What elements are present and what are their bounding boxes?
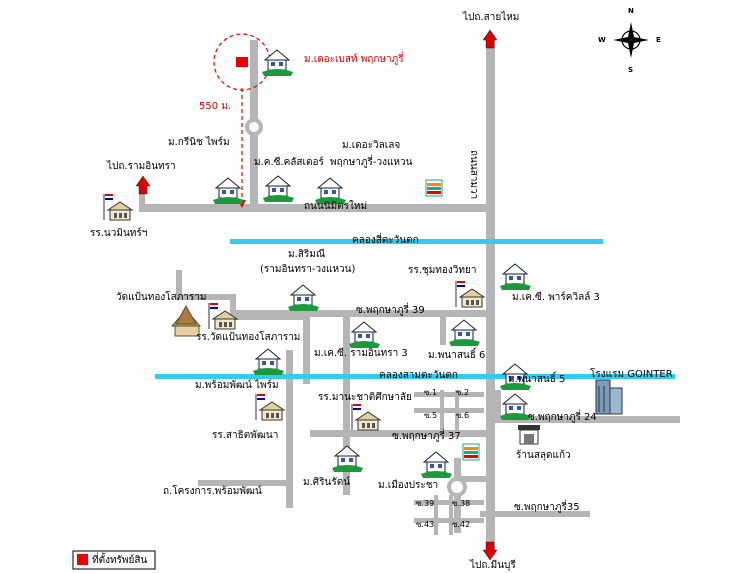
house-icon-sirimani (287, 284, 320, 312)
label-phraya-39: ซ.พฤกษาภูรี่ 39 (356, 305, 425, 316)
house-icon-prompat (252, 348, 285, 376)
label-soi-2: ซ.2 (456, 388, 470, 397)
main-road-vertical (486, 35, 495, 555)
canal-saen-saep (230, 239, 603, 244)
label-the-village-2: พฤกษาภูรี่-วงแหวน (330, 157, 413, 168)
label-ks-cluster: ม.ค.ซี.คลัสเตอร์ (254, 157, 324, 168)
road-temple (176, 294, 236, 300)
canal-sam-tawan (155, 374, 675, 379)
label-sirimani-2: (รามอินทรา-วงแหวน) (260, 264, 356, 275)
legend-box (72, 550, 156, 570)
house-icon-phanasan6 (448, 319, 481, 347)
house-icon-green-park (212, 177, 245, 205)
label-soi-6: ซ.6 (456, 411, 470, 420)
label-phraya-35: ซ.พฤกษาภูรี่35 (514, 502, 580, 513)
label-sirin: ม.ศิรินรัตน์ (303, 477, 351, 488)
label-nimit-mai-road: ถนนนิมิตรใหม่ (304, 201, 368, 212)
label-ks-ramintra: ม.เค.ซี. รามอินทรา 3 (314, 348, 408, 359)
label-phraya-24: ซ.พฤกษาภูรี่ 24 (528, 412, 597, 423)
arrow-north-icon (482, 29, 498, 49)
khrongkan-road (198, 480, 293, 486)
road-soi-link (454, 476, 490, 482)
road-prompat (286, 350, 293, 508)
label-canal-sam-tawan: คลองสามตะวันตก (379, 370, 458, 381)
label-phraya-37: ซ.พฤกษาภูรี่ 37 (392, 431, 461, 442)
roundabout-south (447, 477, 467, 497)
label-ks-park: ม.เค.ซี. พาร์ควิลล์ 3 (512, 292, 600, 303)
compass-s: S (628, 66, 634, 74)
label-hotel: โรงแรม GOINTER (590, 369, 673, 380)
direction-ram-intra: ไปถ.รามอินทรา (107, 161, 176, 172)
legend-marker-icon (77, 554, 88, 565)
label-temple: วัดแป้นทองโสภาราม (116, 292, 207, 303)
direction-min-buri: ไปถ.มีนบุรี (470, 560, 516, 571)
direction-arrows (135, 29, 498, 561)
house-icon-sirin (331, 445, 364, 473)
label-nawamin-school: รร.นวมินทร์ฯ (90, 228, 148, 239)
road-soi-east (343, 310, 350, 495)
phraya-24-road (495, 416, 680, 423)
direction-sai-mai: ไปถ.สายไหม (463, 12, 520, 23)
temple-icon (170, 304, 202, 337)
arrow-south-icon (482, 541, 498, 561)
label-soi-5: ซ.5 (424, 411, 438, 420)
label-chumthong-school: รร.ชุมทองวิทยา (408, 265, 477, 276)
seven-eleven-icon (425, 179, 443, 197)
road-temple-down (230, 296, 236, 320)
label-mueang: ม.เมืองประชา (378, 480, 439, 491)
label-green-park: ม.กรีนิช ไพร์ม (168, 137, 230, 148)
label-soi-38: ซ.38 (452, 499, 471, 508)
house-icon-mueang (420, 451, 453, 479)
label-soi-39: ซ.39 (416, 499, 435, 508)
nimit-mai-road (139, 204, 495, 212)
house-icon-ks-cluster (262, 175, 295, 203)
house-icon-24 (499, 393, 532, 421)
legend-label: ที่ตั้งทรัพย์สิน (92, 555, 148, 566)
roundabout-north (245, 118, 263, 136)
compass-rose-icon (613, 22, 649, 58)
seven-eleven-icon-2 (462, 443, 480, 461)
label-canal-saen-saep: คลองสี่ตะวันตก (352, 235, 419, 246)
label-soi-42: ซ.42 (452, 520, 471, 529)
school-icon-sarit (255, 393, 285, 421)
shop-icon (518, 425, 540, 445)
label-prompat: ม.พร้อมพัฒน์ ไพร์ม (195, 380, 279, 391)
arrow-ramintra-icon (135, 175, 151, 195)
phraya-39-road (236, 310, 486, 317)
house-icon-property (261, 49, 294, 77)
house-icon-ks-park (499, 263, 532, 291)
school-icon-nawamin (103, 193, 133, 221)
label-sirimani: ม.สิริมณี (288, 249, 326, 260)
property-marker (236, 57, 248, 67)
phraya-37-road (310, 430, 490, 437)
road-ramintra-stub (139, 184, 145, 212)
label-khrongkan-road: ถ.โครงการ.พร้อมพัฒน์ (163, 486, 262, 497)
distance-label: 550 ม. (199, 101, 232, 112)
label-manacha-school: รร.มานะชาติศึกษาลัย (318, 392, 412, 403)
road-phraya-39b (303, 314, 310, 384)
school-icon-manacha (351, 403, 381, 431)
label-soi-43: ซ.43 (416, 520, 435, 529)
road-24-stub (495, 390, 501, 420)
label-sarit-school: รร.สาธิตพัฒนา (212, 430, 279, 441)
label-wat-school: รร.วัดแป้นทองโสภาราม (196, 332, 301, 343)
hotel-icon (595, 379, 623, 415)
property-title: ม.เดอะเบสท์ พฤกษาภูรี่ (304, 54, 404, 65)
label-phanasan6: ม.พนาสนธิ์ 6 (428, 350, 486, 361)
label-samwa-road: ถนนสามวา (468, 150, 479, 200)
house-icon-ks-ramintra (348, 321, 381, 349)
label-the-village: ม.เดอะวิลเลจ (342, 140, 401, 151)
road-temple-stub (176, 270, 182, 300)
school-icon-chumthong (455, 280, 485, 308)
compass-e: E (656, 36, 661, 44)
label-soi-1: ซ.1 (424, 388, 438, 397)
road-soi-phanasan (440, 315, 446, 345)
label-phanasan5: ม.พนาสนธิ์ 5 (508, 374, 566, 385)
compass-n: N (628, 7, 634, 15)
label-shop: ร้านสลุดแก้ว (516, 450, 571, 461)
compass-w: W (598, 36, 606, 44)
phraya-35-road (480, 511, 590, 517)
